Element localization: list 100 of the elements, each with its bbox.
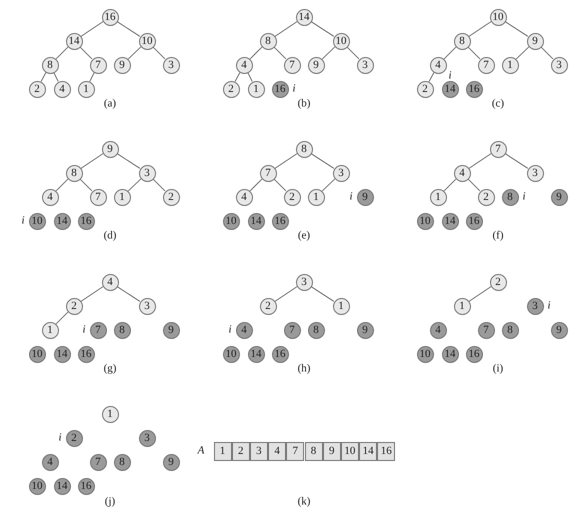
tree-edge [250, 178, 262, 192]
array-cell: 4 [268, 442, 286, 460]
array-cell: 16 [377, 442, 396, 460]
tree-edge [80, 178, 92, 192]
panel-caption: (k) [298, 496, 310, 508]
array-cell: 2 [232, 442, 250, 460]
heap-node: 2 [222, 80, 240, 98]
tree-edge [504, 21, 528, 37]
heap-node: 8 [502, 188, 518, 206]
tree-edge [444, 178, 456, 192]
heap-node: 8 [66, 164, 82, 182]
heap-node: 14 [442, 80, 458, 98]
heap-node: 16 [78, 212, 94, 230]
heap-node: 4 [430, 56, 446, 74]
heap-node: 2 [284, 188, 300, 206]
tree-edge [322, 178, 336, 192]
tree-edge [468, 153, 492, 169]
heap-node: 9 [162, 454, 180, 470]
index-marker: i [448, 70, 452, 82]
heap-node: 1 [308, 188, 324, 206]
heap-node: 3 [332, 164, 350, 182]
tree-edge [540, 46, 554, 60]
heap-node: 7 [478, 322, 494, 338]
tree-edge [310, 21, 334, 37]
heap-node: 10 [28, 212, 46, 230]
heap-node: 14 [54, 212, 70, 230]
tree-edge [274, 153, 298, 169]
tree-edge [274, 178, 286, 192]
panel-caption: (b) [298, 98, 310, 110]
heap-node: 7 [490, 140, 506, 158]
heap-node: 1 [42, 322, 58, 338]
heap-node: 16 [102, 8, 118, 26]
heap-node: 7 [284, 56, 300, 74]
tree-edge [53, 72, 59, 82]
heap-node: 3 [356, 56, 374, 74]
heap-node: 4 [430, 322, 446, 338]
heap-node: 8 [42, 56, 58, 74]
tree-edge [80, 21, 104, 37]
index-marker: i [522, 192, 526, 202]
tree-edge [504, 153, 528, 169]
heap-node: 1 [454, 298, 470, 314]
heap-node: 4 [54, 80, 70, 98]
panel-caption: (i) [492, 364, 504, 374]
heap-node: 8 [114, 322, 130, 338]
tree-edge [152, 46, 166, 60]
panel-caption: (f) [492, 230, 504, 242]
heap-node: 8 [260, 32, 276, 50]
heap-node: 2 [260, 298, 276, 314]
array-cell: 1 [214, 442, 232, 460]
heap-node: 8 [114, 454, 130, 470]
heap-node: 10 [416, 212, 434, 230]
heap-node: 16 [466, 212, 482, 230]
heap-node: 1 [430, 188, 446, 206]
tree-edge [56, 312, 68, 324]
tree-edge [128, 46, 142, 60]
panel-caption: (h) [298, 364, 310, 374]
array-cell: 3 [250, 442, 268, 460]
tree-edge [80, 286, 104, 302]
index-marker: i [292, 84, 296, 94]
heap-node: 8 [308, 322, 324, 338]
heap-node: 2 [416, 80, 434, 98]
heap-node: 3 [526, 164, 544, 182]
panel-caption: (j) [104, 496, 116, 508]
tree-edge [40, 72, 46, 82]
tree-edge [116, 286, 140, 302]
heap-node: 10 [332, 32, 350, 50]
heap-node: 4 [236, 322, 252, 338]
heap-node: 3 [138, 164, 156, 182]
heap-node: 7 [90, 56, 106, 74]
heap-node: 10 [416, 346, 434, 362]
heap-node: 9 [102, 140, 118, 158]
heap-node: 2 [28, 80, 46, 98]
tree-edge [516, 46, 530, 60]
heap-node: 7 [260, 164, 276, 182]
heap-node: 4 [236, 188, 252, 206]
heap-node: 4 [42, 454, 58, 470]
heap-node: 4 [102, 274, 118, 290]
tree-edge [89, 72, 95, 82]
heap-node: 9 [162, 322, 180, 338]
heap-node: 9 [550, 188, 568, 206]
index-marker: i [21, 216, 25, 226]
heap-node: 9 [526, 32, 544, 50]
tree-edge [322, 46, 336, 60]
heap-node: 8 [296, 140, 312, 158]
heap-node: 10 [222, 346, 240, 362]
heap-node: 3 [162, 56, 180, 74]
heap-node: 9 [308, 56, 324, 74]
heap-node: 3 [296, 274, 312, 290]
tree-edge [310, 286, 334, 302]
heap-node: 7 [90, 188, 106, 206]
heap-node: 3 [526, 298, 544, 314]
tree-edge [234, 72, 240, 82]
panel-caption: (e) [298, 230, 310, 242]
index-marker: i [349, 192, 353, 202]
heap-node: 1 [114, 188, 130, 206]
array-cell: 9 [322, 442, 341, 460]
heap-node: 8 [454, 32, 470, 50]
heap-node: 4 [236, 56, 252, 74]
heap-node: 16 [272, 346, 288, 362]
tree-edge [56, 178, 68, 192]
